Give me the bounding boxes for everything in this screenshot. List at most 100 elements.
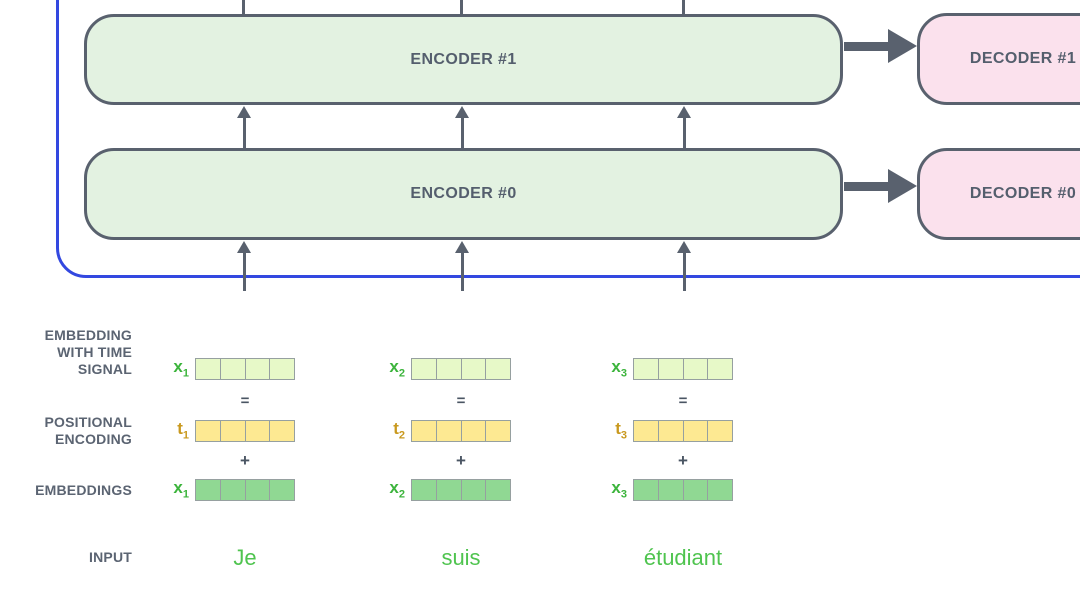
equals-operator-2: =: [456, 392, 466, 410]
up-arrow-input-3: [676, 241, 692, 291]
arrow-head-icon: [888, 29, 917, 63]
arrow-shaft: [460, 118, 464, 148]
time-signal-vector-3: [633, 358, 733, 380]
up-arrow-mid-1: [236, 106, 252, 148]
row-label-line: SIGNAL: [77, 361, 132, 377]
vector-cell: [659, 421, 684, 441]
encoder-to-decoder-arrow-2: [844, 169, 917, 203]
time-signal-vector-row-2: x2: [379, 358, 511, 380]
decoder-1-label: DECODER #1: [969, 50, 1077, 67]
positional-encoding-vector-3: [633, 420, 733, 442]
arrow-shaft: [242, 253, 246, 291]
vector-cell: [221, 359, 246, 379]
vector-label-x1: x1: [173, 357, 189, 380]
vector-cell: [246, 480, 271, 500]
encoder-0-block: ENCODER #0: [84, 148, 843, 240]
positional-encoding-vector-row-2: t2: [379, 420, 511, 442]
positional-encoding-vector-row-1: t1: [163, 420, 295, 442]
arrow-head-icon: [677, 106, 691, 118]
vector-cell: [437, 359, 462, 379]
row-label-input: INPUT: [0, 549, 132, 566]
vector-cell: [196, 480, 221, 500]
positional-encoding-vector-1: [195, 420, 295, 442]
vector-cell: [270, 359, 294, 379]
vector-label-x1: x1: [173, 478, 189, 501]
up-arrow-mid-3: [676, 106, 692, 148]
vector-cell: [684, 359, 709, 379]
row-label-line: ENCODING: [54, 431, 132, 447]
vector-cell: [246, 359, 271, 379]
vector-cell: [684, 421, 709, 441]
vector-cell: [196, 359, 221, 379]
time-signal-vector-1: [195, 358, 295, 380]
arrow-head-icon: [455, 241, 469, 253]
row-label-line: WITH TIME: [57, 344, 132, 360]
arrow-shaft: [460, 253, 464, 291]
equals-operator-3: =: [678, 392, 688, 410]
arrow-head-icon: [455, 106, 469, 118]
positional-encoding-vector-2: [411, 420, 511, 442]
encoder-to-decoder-arrow-1: [844, 29, 917, 63]
embedding-vector-row-1: x1: [163, 479, 295, 501]
encoder-1-label: ENCODER #1: [410, 50, 517, 68]
vector-cell: [462, 421, 487, 441]
arrow-shaft: [844, 41, 888, 51]
arrow-head-icon: [237, 241, 251, 253]
arrow-head-icon: [677, 241, 691, 253]
arrow-head-icon: [888, 169, 917, 203]
vector-cell: [708, 421, 732, 441]
time-signal-vector-row-3: x3: [601, 358, 733, 380]
embedding-vector-row-3: x3: [601, 479, 733, 501]
input-word-2: suis: [441, 545, 481, 570]
row-label-embedding-with-time-signal: EMBEDDING WITH TIME SIGNAL: [0, 327, 132, 378]
row-label-line: INPUT: [89, 549, 132, 565]
vector-label-t1: t1: [177, 419, 189, 442]
vector-cell: [412, 421, 437, 441]
embedding-vector-1: [195, 479, 295, 501]
vector-cell: [412, 359, 437, 379]
vector-cell: [437, 421, 462, 441]
row-label-line: EMBEDDING: [44, 327, 132, 343]
encoder-1-block: ENCODER #1: [84, 14, 843, 105]
vector-cell: [270, 421, 294, 441]
vector-cell: [634, 480, 659, 500]
arrow-shaft: [844, 181, 888, 191]
positional-encoding-vector-row-3: t3: [601, 420, 733, 442]
input-word-1: Je: [233, 545, 257, 570]
row-label-line: EMBEDDINGS: [35, 482, 132, 498]
vector-cell: [462, 480, 487, 500]
vector-cell: [634, 359, 659, 379]
vector-cell: [634, 421, 659, 441]
equals-operator-1: =: [240, 392, 250, 410]
vector-cell: [270, 480, 294, 500]
time-signal-vector-2: [411, 358, 511, 380]
vector-cell: [486, 421, 510, 441]
vector-cell: [708, 359, 732, 379]
vector-cell: [246, 421, 271, 441]
vector-cell: [221, 480, 246, 500]
arrow-shaft: [242, 118, 246, 148]
vector-cell: [684, 480, 709, 500]
encoder-0-label: ENCODER #0: [410, 185, 517, 202]
up-arrow-input-2: [454, 241, 470, 291]
plus-operator-3: +: [678, 451, 688, 470]
vector-label-x3: x3: [611, 478, 627, 501]
plus-operator-2: +: [456, 451, 466, 470]
output-line-2: [460, 0, 463, 15]
up-arrow-mid-2: [454, 106, 470, 148]
vector-label-x2: x2: [389, 357, 405, 380]
vector-cell: [221, 421, 246, 441]
embedding-vector-2: [411, 479, 511, 501]
row-label-line: POSITIONAL: [44, 414, 132, 430]
vector-cell: [196, 421, 221, 441]
arrow-shaft: [682, 253, 686, 291]
arrow-head-icon: [237, 106, 251, 118]
time-signal-vector-row-1: x1: [163, 358, 295, 380]
encoder-stack-outline: [56, 0, 1080, 278]
row-label-positional-encoding: POSITIONAL ENCODING: [0, 414, 132, 448]
decoder-0-label: DECODER #0: [969, 185, 1077, 202]
vector-cell: [462, 359, 487, 379]
plus-operator-1: +: [240, 451, 250, 470]
arrow-shaft: [682, 118, 686, 148]
